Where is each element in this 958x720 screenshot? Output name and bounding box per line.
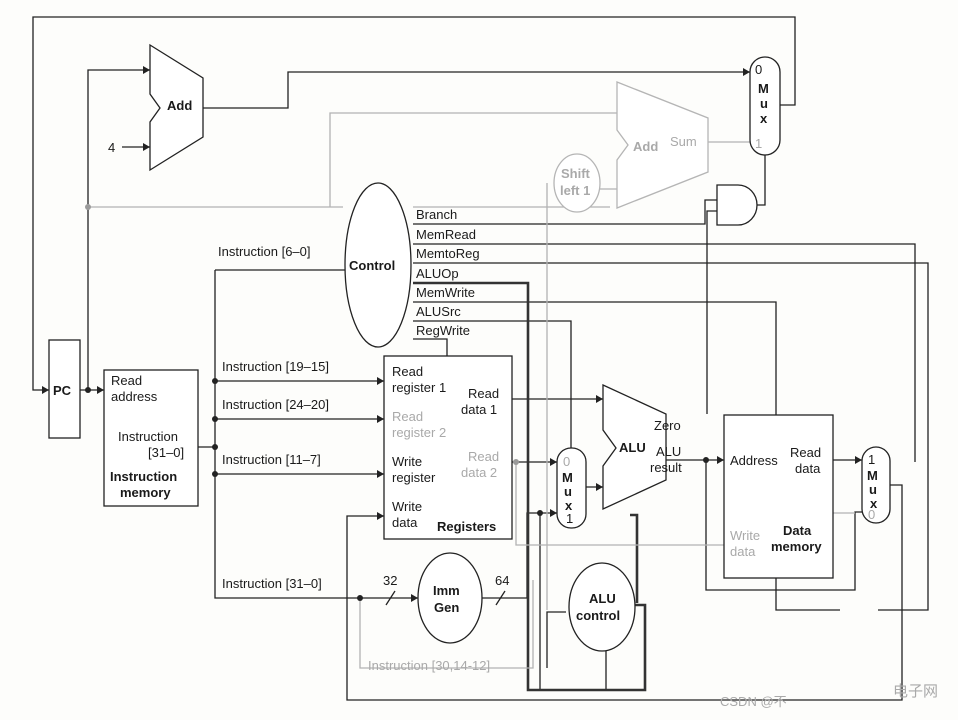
signal-branch: Branch	[416, 207, 457, 222]
writeback-mux: 1 M u x 0	[861, 446, 891, 524]
pc-adder: Add 4	[108, 43, 204, 172]
reg-rd2-a: Read	[468, 449, 499, 464]
immgen-width-in: 32	[383, 573, 397, 588]
register-file: Read register 1 Read register 2 Write re…	[383, 355, 513, 540]
immgen-l2: Gen	[434, 600, 459, 615]
imem-title2: memory	[120, 485, 171, 500]
pc-mux-in1: 1	[755, 136, 762, 151]
alusrc-mux-in1: 1	[566, 511, 573, 526]
dmem-write-a: Write	[730, 528, 760, 543]
pc-mux-x: x	[760, 111, 768, 126]
shift-line2: left 1	[560, 183, 590, 198]
signal-memwrite: MemWrite	[416, 285, 475, 300]
field-19-15: Instruction [19–15]	[222, 359, 329, 374]
alu-label: ALU	[619, 440, 646, 455]
alusrc-mux-u: u	[564, 484, 572, 499]
reg-wd-b: data	[392, 515, 418, 530]
branch-wires	[88, 112, 855, 669]
shift-line1: Shift	[561, 166, 591, 181]
reg-wr-b: register	[392, 470, 436, 485]
watermark: CSDN @不 电子网	[720, 683, 938, 709]
signal-regwrite: RegWrite	[416, 323, 470, 338]
shift-left-unit: Shift left 1	[553, 153, 601, 213]
field-6-0: Instruction [6–0]	[218, 244, 311, 259]
signal-memread: MemRead	[416, 227, 476, 242]
reg-rr1-b: register 1	[392, 380, 446, 395]
reg-rd2-b: data 2	[461, 465, 497, 480]
reg-title: Registers	[437, 519, 496, 534]
branch-adder-label: Add	[633, 139, 658, 154]
dmem-read-b: data	[795, 461, 821, 476]
imem-title1: Instruction	[110, 469, 177, 484]
reg-rr2-b: register 2	[392, 425, 446, 440]
alucontrol-l2: control	[576, 608, 620, 623]
field-24-20: Instruction [24–20]	[222, 397, 329, 412]
data-memory: Address Read data Write data Data memory	[723, 414, 834, 579]
junction-dots	[85, 204, 709, 601]
pc-register: PC	[48, 339, 81, 439]
reg-wd-a: Write	[392, 499, 422, 514]
alusrc-mux: 0 M u x 1	[556, 447, 587, 529]
alusrc-mux-x: x	[565, 498, 573, 513]
pc-adder-label: Add	[167, 98, 192, 113]
wb-mux-u: u	[869, 482, 877, 497]
instruction-memory: Read address Instruction [31–0] Instruct…	[103, 369, 199, 507]
alusrc-mux-m: M	[562, 470, 573, 485]
watermark-csdn: CSDN @不	[720, 694, 787, 709]
wb-mux-m: M	[867, 468, 878, 483]
signal-memtoreg: MemtoReg	[416, 246, 480, 261]
immgen-l1: Imm	[433, 583, 460, 598]
wb-mux-x: x	[870, 496, 878, 511]
branch-and-gate	[716, 184, 758, 226]
control-label: Control	[349, 258, 395, 273]
reg-rd1-b: data 1	[461, 402, 497, 417]
constant-four: 4	[108, 140, 115, 155]
imm-gen: Imm Gen 32 64	[383, 552, 509, 644]
wire-arrows	[42, 66, 862, 602]
pc-mux-in0: 0	[755, 62, 762, 77]
watermark-site: 电子网	[893, 683, 938, 700]
immgen-width-out: 64	[495, 573, 509, 588]
alu-zero: Zero	[654, 418, 681, 433]
pc-mux-u: u	[760, 96, 768, 111]
instruction-field-labels: Instruction [6–0] Instruction [19–15] In…	[218, 244, 490, 673]
pc-mux: 0 M u x 1	[749, 56, 781, 156]
branch-adder: Add Sum	[616, 81, 709, 209]
alusrc-mux-in0: 0	[563, 454, 570, 469]
wb-mux-in0: 0	[868, 507, 875, 522]
reg-rr1-a: Read	[392, 364, 423, 379]
pc-label: PC	[53, 383, 72, 398]
alu-result-1: ALU	[656, 444, 681, 459]
reg-rd1-a: Read	[468, 386, 499, 401]
imem-address: address	[111, 389, 158, 404]
reg-rr2-a: Read	[392, 409, 423, 424]
field-11-7: Instruction [11–7]	[222, 452, 321, 467]
dmem-title1: Data	[783, 523, 812, 538]
dmem-write-b: data	[730, 544, 756, 559]
control-unit: Control Branch MemRead MemtoReg ALUOp Me…	[344, 182, 480, 348]
pc-mux-m: M	[758, 81, 769, 96]
alu-result-2: result	[650, 460, 682, 475]
imem-out1: Instruction	[118, 429, 178, 444]
dmem-read-a: Read	[790, 445, 821, 460]
dmem-title2: memory	[771, 539, 822, 554]
signal-alusrc: ALUSrc	[416, 304, 461, 319]
wb-mux-in1: 1	[868, 452, 875, 467]
imem-read: Read	[111, 373, 142, 388]
branch-sum-label: Sum	[670, 134, 697, 149]
signal-aluop: ALUOp	[416, 266, 459, 281]
alu-control-unit: ALU control	[568, 562, 636, 652]
reg-wr-a: Write	[392, 454, 422, 469]
alu: ALU Zero ALU result	[602, 383, 682, 511]
aluop-bus	[413, 281, 647, 692]
dmem-address: Address	[730, 453, 778, 468]
imem-out2: [31–0]	[148, 445, 184, 460]
field-30-14-12: Instruction [30,14-12]	[368, 658, 490, 673]
alucontrol-l1: ALU	[589, 591, 616, 606]
field-31-0: Instruction [31–0]	[222, 576, 322, 591]
